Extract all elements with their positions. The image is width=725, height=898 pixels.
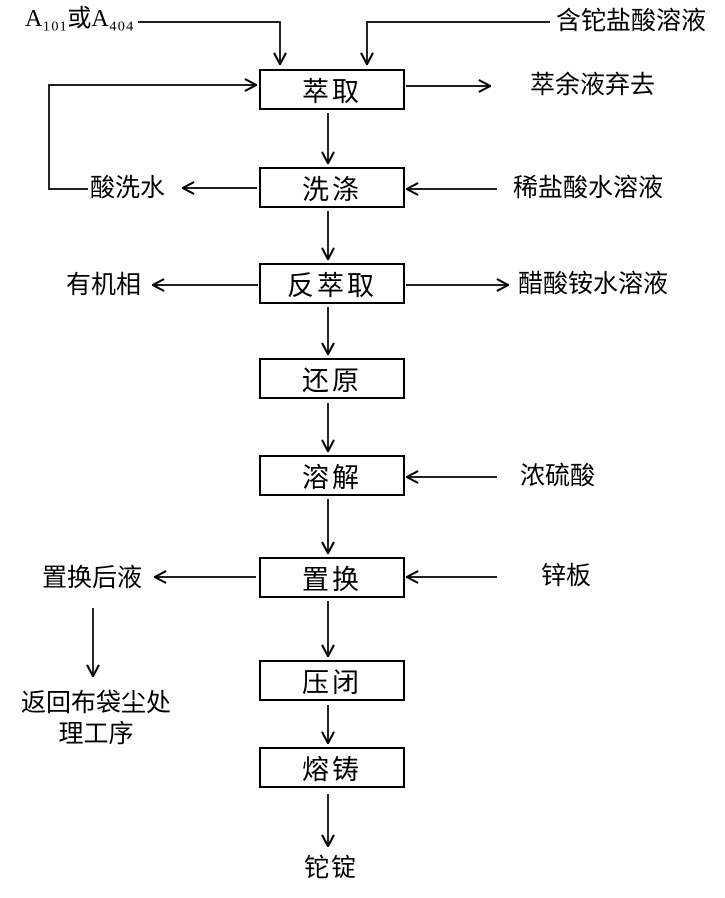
arrow-acid-wash-recycle-to-extraction [48,85,256,190]
label-organic-phase: 有机相 [66,272,142,299]
label-ammonium-acetate: 醋酸铵水溶液 [518,271,669,298]
label-extractant: A₁₀₁或A₄₀₄ [25,6,134,32]
label-sulfuric-acid: 浓硫酸 [520,463,596,490]
label-product-ingot: 铊锭 [304,855,359,882]
step-box-stripping: 反萃取 [259,263,405,304]
label-post-displacement: 置换后液 [42,565,143,592]
step-box-washing: 洗涤 [259,167,405,208]
step-box-pressing: 压闭 [259,660,405,701]
step-box-extraction: 萃取 [259,69,405,110]
step-box-displacement: 置换 [259,557,405,598]
label-raffinate: 萃余液弃去 [530,72,656,99]
label-feed-solution: 含铊盐酸溶液 [556,8,707,35]
label-zinc-plate: 锌板 [541,563,592,590]
step-box-reduction: 还原 [259,358,405,399]
label-return-note: 返回布袋尘处 理工序 [20,690,171,749]
label-acid-wash-water: 酸洗水 [90,175,166,202]
arrow-feed-to-extraction [367,21,550,64]
step-box-dissolution: 溶解 [259,455,405,496]
label-dilute-hcl: 稀盐酸水溶液 [513,175,664,202]
arrow-extractant-to-extraction [138,21,280,64]
step-box-casting: 熔铸 [259,747,405,788]
